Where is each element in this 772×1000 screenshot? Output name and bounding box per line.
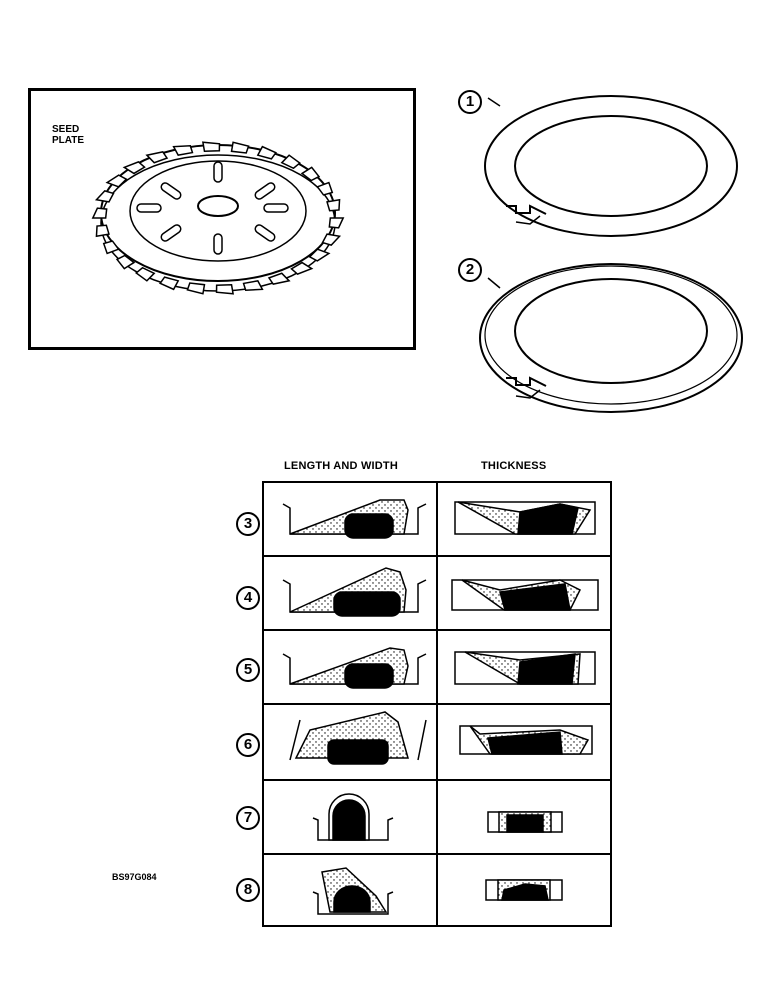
seed-plate-label: SEED PLATE [52, 124, 84, 146]
seed-plate-drawing [91, 141, 345, 295]
row-5-length-drawing [282, 647, 427, 689]
row-4-thickness-drawing [451, 579, 599, 611]
defect-table-grid [262, 481, 612, 927]
row-8-length-drawing [312, 867, 394, 915]
row-8-thickness-drawing [485, 879, 563, 901]
callout-6: 6 [236, 733, 260, 757]
seed-label-line1: SEED [52, 124, 80, 135]
header-thickness: THICKNESS [481, 460, 547, 472]
row-3-thickness-drawing [454, 501, 596, 535]
seed-plate-frame [28, 88, 416, 350]
washer-1-drawing [484, 95, 738, 237]
row-3-length-drawing [282, 499, 427, 539]
callout-5: 5 [236, 658, 260, 682]
callout-8: 8 [236, 878, 260, 902]
callout-3: 3 [236, 512, 260, 536]
row-4-length-drawing [282, 567, 427, 617]
row-7-thickness-drawing [487, 811, 563, 833]
washer-2-drawing [479, 263, 743, 413]
seed-label-line2: PLATE [52, 135, 85, 146]
callout-1: 1 [458, 90, 482, 114]
row-5-thickness-drawing [454, 651, 596, 685]
figure-code: BS97G084 [112, 872, 157, 882]
callout-4: 4 [236, 586, 260, 610]
row-7-length-drawing [312, 793, 394, 841]
callout-2: 2 [458, 258, 482, 282]
header-length-and-width: LENGTH AND WIDTH [284, 460, 399, 472]
row-6-length-drawing [289, 711, 427, 765]
row-6-thickness-drawing [459, 725, 593, 755]
callout-7: 7 [236, 806, 260, 830]
